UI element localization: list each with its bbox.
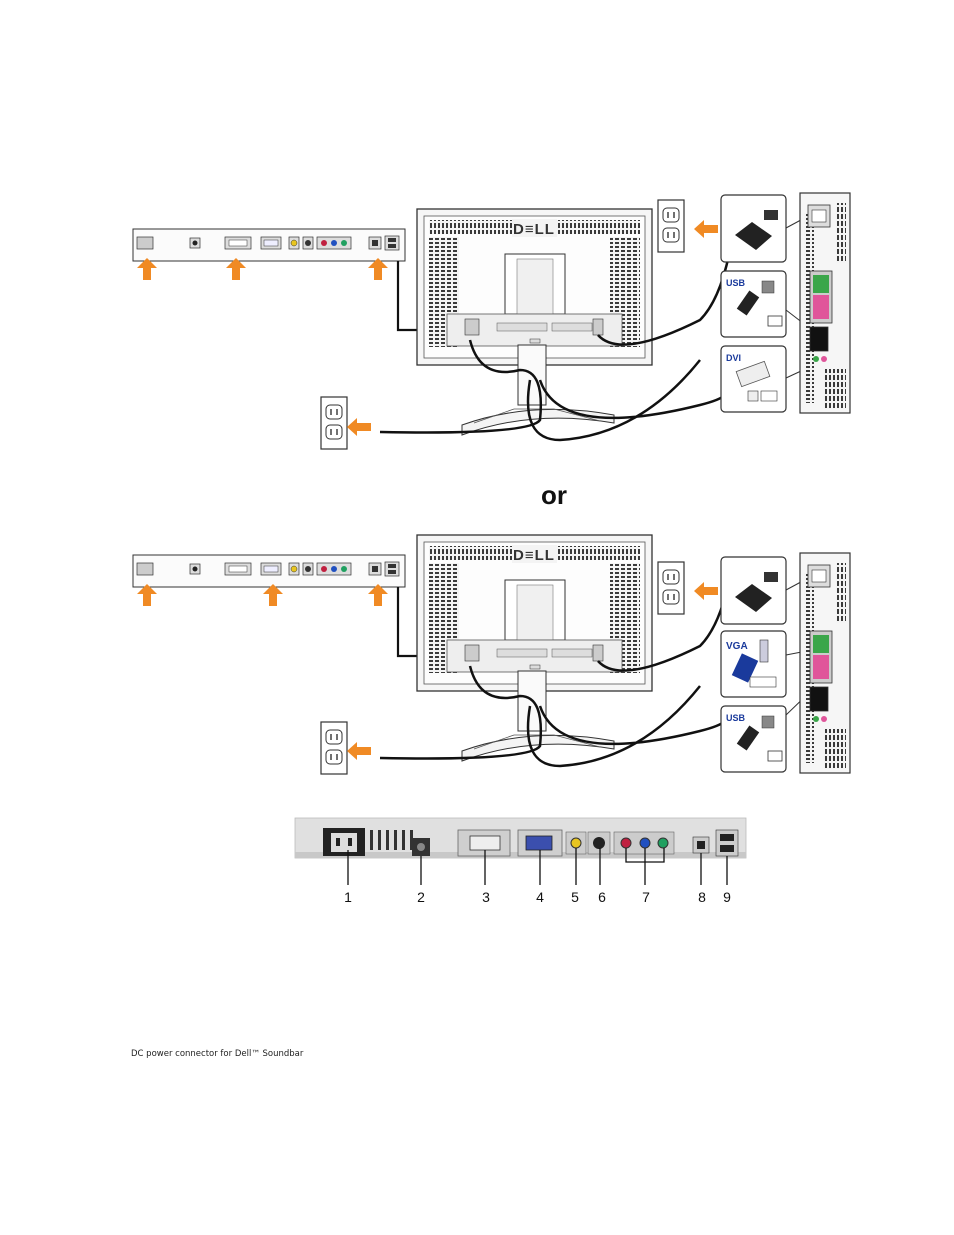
- vga-callout: VGA: [720, 630, 787, 698]
- usb-label: USB: [726, 278, 746, 288]
- orange-arrow-icon: [347, 742, 371, 760]
- dvi-callout: DVI: [720, 345, 787, 413]
- orange-arrow-icon: [347, 418, 371, 436]
- port-number: 8: [698, 889, 706, 905]
- caption-dc-power-connector: DC power connector for Dell™ Soundbar: [131, 1049, 304, 1059]
- usb-callout: USB: [720, 270, 787, 338]
- power-plug-icon: [735, 584, 772, 612]
- connector-panel-strip: [132, 554, 406, 588]
- vga-label: VGA: [726, 641, 748, 652]
- computer-back-panel: [799, 552, 851, 774]
- orange-arrow-icon: [694, 582, 718, 600]
- computer-back-panel: [799, 192, 851, 414]
- port-number: 9: [723, 889, 731, 905]
- connector-panel-strip: [132, 228, 406, 262]
- port-number: 5: [571, 889, 579, 905]
- usb-label: USB: [726, 713, 746, 723]
- vga-icon: [731, 653, 759, 683]
- connector-closeup-panel: 1 2 3 4 5 6 7 8 9: [294, 817, 747, 905]
- power-plug-icon: [735, 222, 772, 250]
- orange-arrow-icon: [694, 220, 718, 238]
- power-outlet-icon: [320, 396, 348, 450]
- power-plug-callout: [720, 194, 787, 263]
- power-outlet-icon: [320, 721, 348, 775]
- separator-or: or: [541, 480, 567, 510]
- bottom-diagram-vga: VGA USB: [132, 534, 851, 775]
- port-number: 6: [598, 889, 606, 905]
- port-number: 1: [344, 889, 352, 905]
- usb-icon: [736, 290, 760, 316]
- port-number: 2: [417, 889, 425, 905]
- usb-icon: [736, 725, 760, 751]
- usb-callout: USB: [720, 705, 787, 773]
- power-plug-callout: [720, 556, 787, 625]
- port-usb-downstream: [715, 829, 739, 857]
- power-outlet-icon: [657, 199, 685, 253]
- dvi-label: DVI: [726, 353, 741, 363]
- top-diagram-dvi: USB DVI: [132, 192, 851, 450]
- port-number: 7: [642, 889, 650, 905]
- dvi-icon: [735, 360, 771, 388]
- monitor-back-panel: [416, 534, 653, 692]
- port-number: 3: [482, 889, 490, 905]
- power-outlet-icon: [657, 561, 685, 615]
- port-number: 4: [536, 889, 544, 905]
- monitor-back-panel: [416, 208, 653, 366]
